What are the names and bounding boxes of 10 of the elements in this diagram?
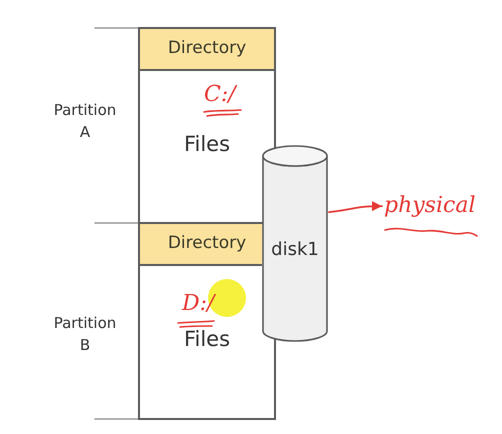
files-label: Files [182,326,232,352]
directory-band: Directory [140,224,262,266]
directory-band: Directory [140,29,274,71]
handwritten-note: C:/ [204,83,236,108]
files-label: Files [182,131,232,157]
partition-label: Partition B [52,313,118,356]
arrow [328,201,383,213]
partition-label: Partition A [52,100,118,143]
disk-label: disk1 [270,239,320,261]
handwritten-note: physical [384,194,476,218]
